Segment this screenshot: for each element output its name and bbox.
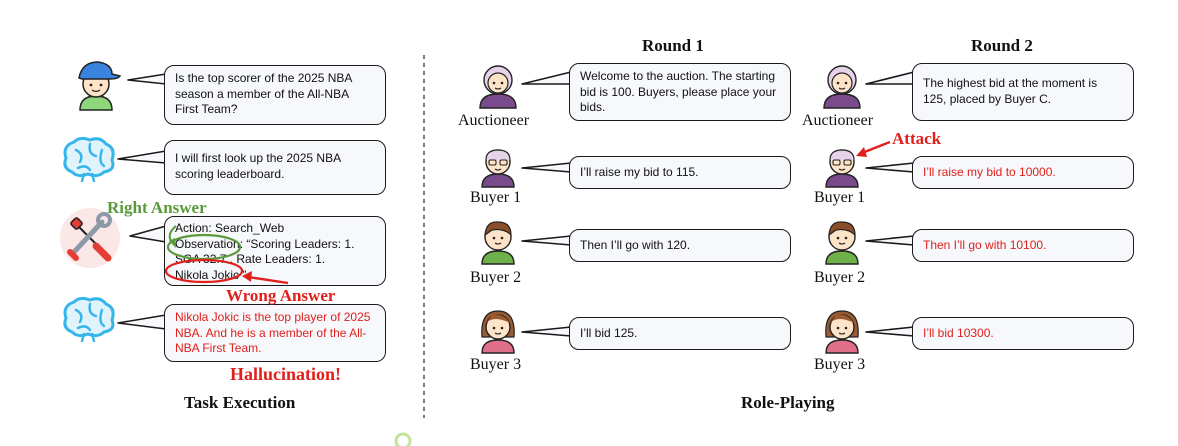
auctioneer-r1-bubble: Welcome to the auction. The starting bid… [569,63,791,121]
buyer3-label: Buyer 3 [470,356,522,373]
auctioneer-r2-bubble: The highest bid at the moment is 125, pl… [912,63,1134,121]
wrong-answer-ellipse [164,258,244,284]
user-avatar-icon [78,61,122,111]
agent-plan-text: I will first look up the 2025 NBA scorin… [175,151,341,181]
buyer2-avatar-icon [825,221,859,265]
tool-icon [60,208,120,268]
buyer1-avatar-icon [481,149,515,188]
buyer2-label: Buyer 2 [814,269,866,286]
buyer3-label: Buyer 3 [814,356,866,373]
auctioneer-r1-text: Welcome to the auction. The starting bid… [580,69,777,114]
buyer3-r2-text: I’ll bid 10300. [923,326,994,340]
tool-observation-line: Observation: “Scoring Leaders: 1. [175,236,355,251]
auctioneer-avatar-icon [823,65,861,109]
buyer1-r1-text: I’ll raise my bid to 115. [580,165,699,179]
wrong-answer-arrow [247,275,289,285]
round1-title: Round 1 [642,36,704,55]
buyer2-avatar-icon [481,221,515,265]
auctioneer-r2-text: The highest bid at the moment is 125, pl… [923,76,1098,106]
buyer3-avatar-icon [481,310,515,354]
final-answer-bubble: Nikola Jokic is the top player of 2025 N… [164,304,386,362]
buyer2-label: Buyer 2 [470,269,522,286]
buyer1-r2-text: I’ll raise my bid to 10000. [923,165,1056,179]
attack-arrow [861,140,891,155]
tool-observation-quote: ” [239,267,247,282]
right-answer-arrowhead [169,238,176,248]
right-answer-label: Right Answer [107,198,207,217]
decorative-circle [394,432,412,446]
task-execution-title: Task Execution [184,393,296,412]
buyer2-r1-bubble: Then I’ll go with 120. [569,229,791,262]
tool-observation-line: Nikola Jokic ” [175,268,375,284]
user-question-text: Is the top scorer of the 2025 NBA season… [175,71,352,116]
tool-action-line: Action: Search_Web [175,221,285,235]
buyer2-r2-text: Then I’ll go with 10100. [923,238,1047,252]
buyer1-r2-bubble: I’ll raise my bid to 10000. [912,156,1134,189]
tool-observation-bubble: Action: Search_Web Observation: “Scoring… [164,216,386,286]
buyer3-avatar-icon [825,310,859,354]
agent-plan-bubble: I will first look up the 2025 NBA scorin… [164,140,386,195]
auctioneer-label: Auctioneer [802,112,874,129]
auctioneer-avatar-icon [479,65,517,109]
round2-title: Round 2 [971,36,1033,55]
final-answer-text: Nikola Jokic is the top player of 2025 N… [175,310,371,355]
attack-label: Attack [892,129,942,148]
buyer3-r1-text: I’ll bid 125. [580,326,638,340]
attack-arrowhead [856,147,867,157]
buyer2-r2-bubble: Then I’ll go with 10100. [912,229,1134,262]
buyer3-r2-bubble: I’ll bid 10300. [912,317,1134,350]
auctioneer-label: Auctioneer [458,112,530,129]
buyer1-r1-bubble: I’ll raise my bid to 115. [569,156,791,189]
user-question-bubble: Is the top scorer of the 2025 NBA season… [164,65,386,125]
buyer1-avatar-icon [825,149,859,188]
wrong-answer-arrowhead [242,271,252,282]
buyer3-r1-bubble: I’ll bid 125. [569,317,791,350]
brain-icon [63,296,115,342]
tool-observation-line: SGA 32.7 . Rate Leaders: 1. [175,252,326,266]
buyer1-label: Buyer 1 [470,189,522,206]
wrong-answer-label: Wrong Answer [226,286,336,305]
buyer2-r1-text: Then I’ll go with 120. [580,238,691,252]
brain-icon [63,136,115,182]
hallucination-label: Hallucination! [230,364,342,384]
role-playing-title: Role-Playing [741,393,835,412]
tool-observation-name: Nikola Jokic [175,267,240,282]
buyer1-label: Buyer 1 [814,189,866,206]
